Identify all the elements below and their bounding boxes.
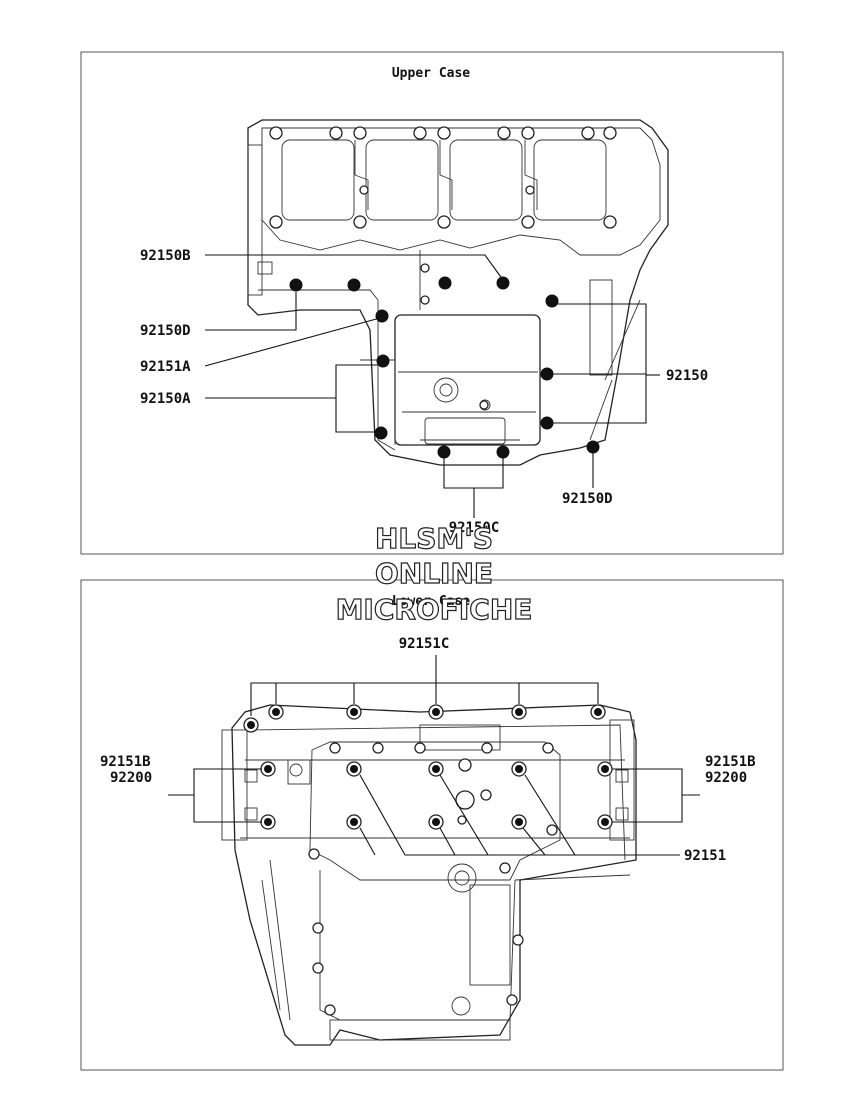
label-92151C: 92151C: [399, 636, 450, 652]
watermark-line-2: ONLINE: [375, 557, 493, 590]
upper-highlighted-bolts: [289, 276, 600, 459]
label-92150D-right: 92150D: [562, 491, 613, 507]
lower-case-drawing: [221, 704, 637, 1046]
label-92150: 92150: [666, 368, 708, 384]
watermark-line-1: HLSM'S: [375, 522, 493, 555]
lower-small-bolts: [308, 742, 558, 1016]
upper-leader-lines: [204, 254, 660, 518]
upper-panel-title: Upper Case: [392, 66, 470, 81]
label-92200-right: 92200: [705, 770, 747, 786]
lower-leader-lines: [168, 655, 700, 856]
label-92151B-left: 92151B: [100, 754, 151, 770]
label-92151A: 92151A: [140, 359, 191, 375]
label-92200-left: 92200: [110, 770, 152, 786]
label-92150A: 92150A: [140, 391, 191, 407]
label-92150B: 92150B: [140, 248, 191, 264]
label-92151: 92151: [684, 848, 726, 864]
watermark-line-3: MICROFICHE: [336, 593, 533, 626]
label-92150D-left: 92150D: [140, 323, 191, 339]
upper-case-drawing: [247, 119, 669, 466]
lower-highlighted-bolts: [243, 704, 613, 830]
label-92150C: 92150C: [449, 520, 500, 536]
upper-perimeter-bolts: [269, 126, 617, 410]
upper-panel-frame: [80, 51, 784, 555]
watermark: HLSM'S ONLINE MICROFICHE: [335, 521, 533, 626]
lower-panel-frame: [80, 579, 784, 1071]
label-92151B-right: 92151B: [705, 754, 756, 770]
upper-case-panel: Upper Case: [80, 51, 784, 555]
lower-case-panel: Lower Case: [80, 579, 784, 1071]
lower-panel-title: Lower Case: [392, 594, 470, 609]
